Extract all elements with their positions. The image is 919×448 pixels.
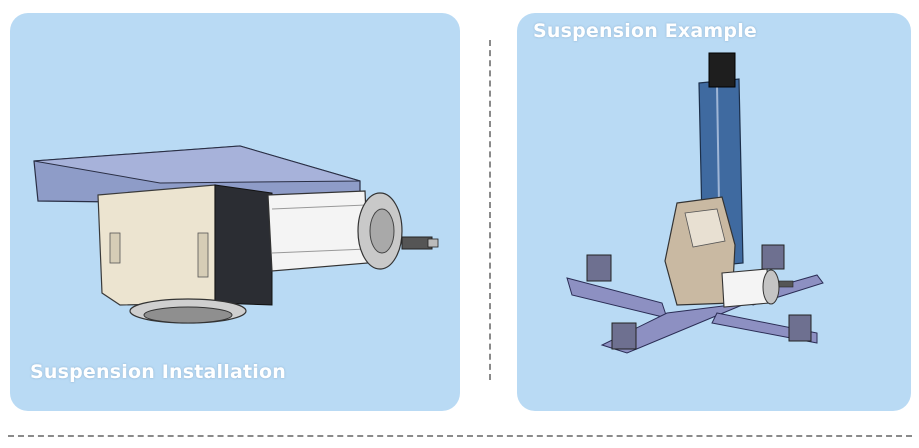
housing-side (214, 184, 273, 306)
horizontal-divider (8, 435, 912, 437)
suspension-example-panel: Suspension Example (517, 13, 911, 411)
housing-slot (109, 232, 121, 264)
suspension-installation-image (33, 145, 439, 324)
example-servo-motor (721, 268, 770, 308)
suspension-installation-panel: Suspension Installation (10, 13, 460, 411)
foot-left (586, 254, 612, 282)
column-motor (708, 52, 736, 88)
frame-arm-left (566, 277, 668, 319)
caption-suspension-example: Suspension Example (533, 20, 758, 42)
housing-slot-right (197, 232, 209, 278)
foot-front-right (788, 314, 812, 342)
servo-motor-body (267, 190, 369, 272)
foot-front-left (611, 322, 637, 350)
output-flange-inner (143, 306, 233, 324)
caption-suspension-installation: Suspension Installation (30, 361, 286, 383)
motor-connector (401, 236, 433, 250)
vertical-divider (489, 40, 491, 380)
mounting-plate-top (33, 145, 361, 184)
foot-right (761, 244, 785, 270)
suspension-example-image (566, 52, 824, 354)
